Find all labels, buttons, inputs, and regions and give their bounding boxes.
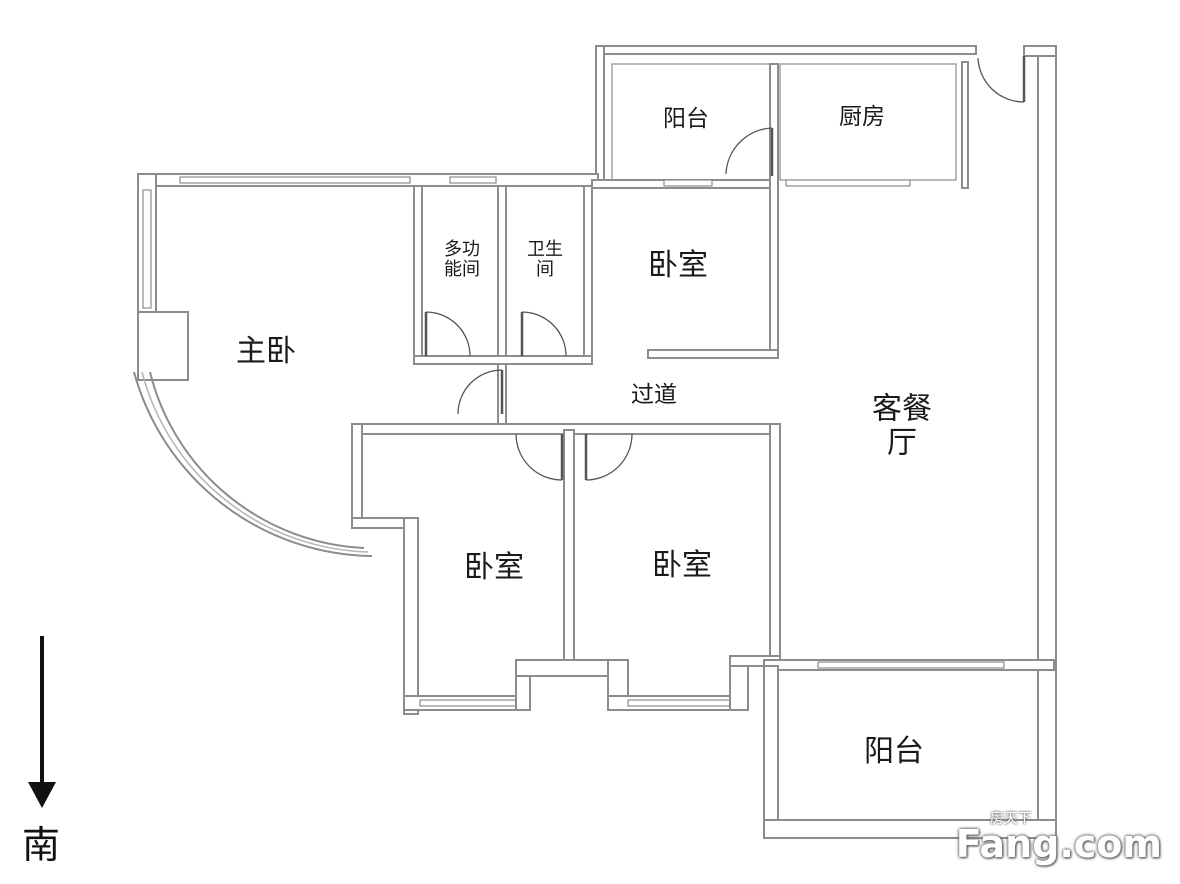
room-label-balcony-top: 阳台 <box>663 106 709 133</box>
room-label-living-dining: 客餐 厅 <box>872 391 932 460</box>
door-master <box>457 369 504 415</box>
walls <box>133 45 1057 839</box>
window-master-west <box>142 189 152 309</box>
wall-kitchen-right <box>961 61 969 189</box>
wall-balcony-bottom <box>763 819 1057 839</box>
bay-window-outer <box>149 371 365 549</box>
door-bedroom-left <box>515 433 564 481</box>
room-label-bedroom-left: 卧室 <box>464 550 524 586</box>
wall-right-exterior <box>1037 55 1057 839</box>
wall-top-block-left <box>595 45 605 189</box>
room-label-bathroom: 卫生 间 <box>527 238 563 280</box>
watermark-sub-text: 房天下 <box>989 811 1032 827</box>
doors <box>424 56 1026 481</box>
wall-sb-right <box>769 423 781 663</box>
room-label-multi-function: 多功 能间 <box>444 238 480 280</box>
door-bathroom <box>520 311 567 357</box>
wall-mf-bath <box>497 185 507 365</box>
opening-balcony <box>663 179 713 187</box>
room-label-north-bedroom: 卧室 <box>648 248 708 284</box>
window-sb2-bottom <box>627 699 731 707</box>
wall-sb-divider <box>563 429 575 661</box>
bay-window-outer-2 <box>133 371 373 557</box>
wall-mf-bottom <box>413 355 593 365</box>
wall-entry-corner <box>1023 45 1057 57</box>
south-arrow-icon <box>28 636 56 808</box>
wall-top <box>595 45 977 55</box>
opening-kitchen <box>785 179 911 187</box>
wall-north-bedroom-bottom <box>647 349 779 359</box>
door-multi-function <box>424 311 471 357</box>
room-label-corridor: 过道 <box>631 382 677 409</box>
wall-sb-left-lower <box>403 517 419 715</box>
wall-balcony-left <box>763 665 779 839</box>
room-label-master-bedroom: 主卧 <box>236 334 296 370</box>
wall-mf-left <box>413 185 423 365</box>
door-entry <box>977 56 1026 103</box>
door-balcony-top <box>725 127 774 176</box>
room-box-kitchen <box>779 63 957 181</box>
wall-sb-notch <box>351 517 409 529</box>
room-label-kitchen: 厨房 <box>839 104 885 131</box>
wall-sb2-bay-right <box>729 659 749 711</box>
window-sb1-bottom <box>419 699 517 707</box>
wall-north-bedroom-right <box>769 63 779 357</box>
door-bedroom-right <box>584 433 633 481</box>
opening-balcony-bottom <box>817 661 1005 669</box>
wall-sb-left-upper <box>351 423 363 525</box>
room-label-bedroom-right: 卧室 <box>652 548 712 584</box>
window-mf-top <box>449 176 497 184</box>
compass-south-label: 南 <box>22 823 61 867</box>
window-master-top <box>179 176 411 184</box>
room-label-balcony-bottom: 阳台 <box>864 734 924 770</box>
wall-bath-right <box>583 185 593 365</box>
watermark-text: Fang.com <box>955 822 1162 866</box>
wall-master-notch <box>137 311 189 381</box>
bay-window-inner <box>141 371 369 553</box>
fang-watermark-logo: 房天下 Fang.com <box>955 811 1162 866</box>
